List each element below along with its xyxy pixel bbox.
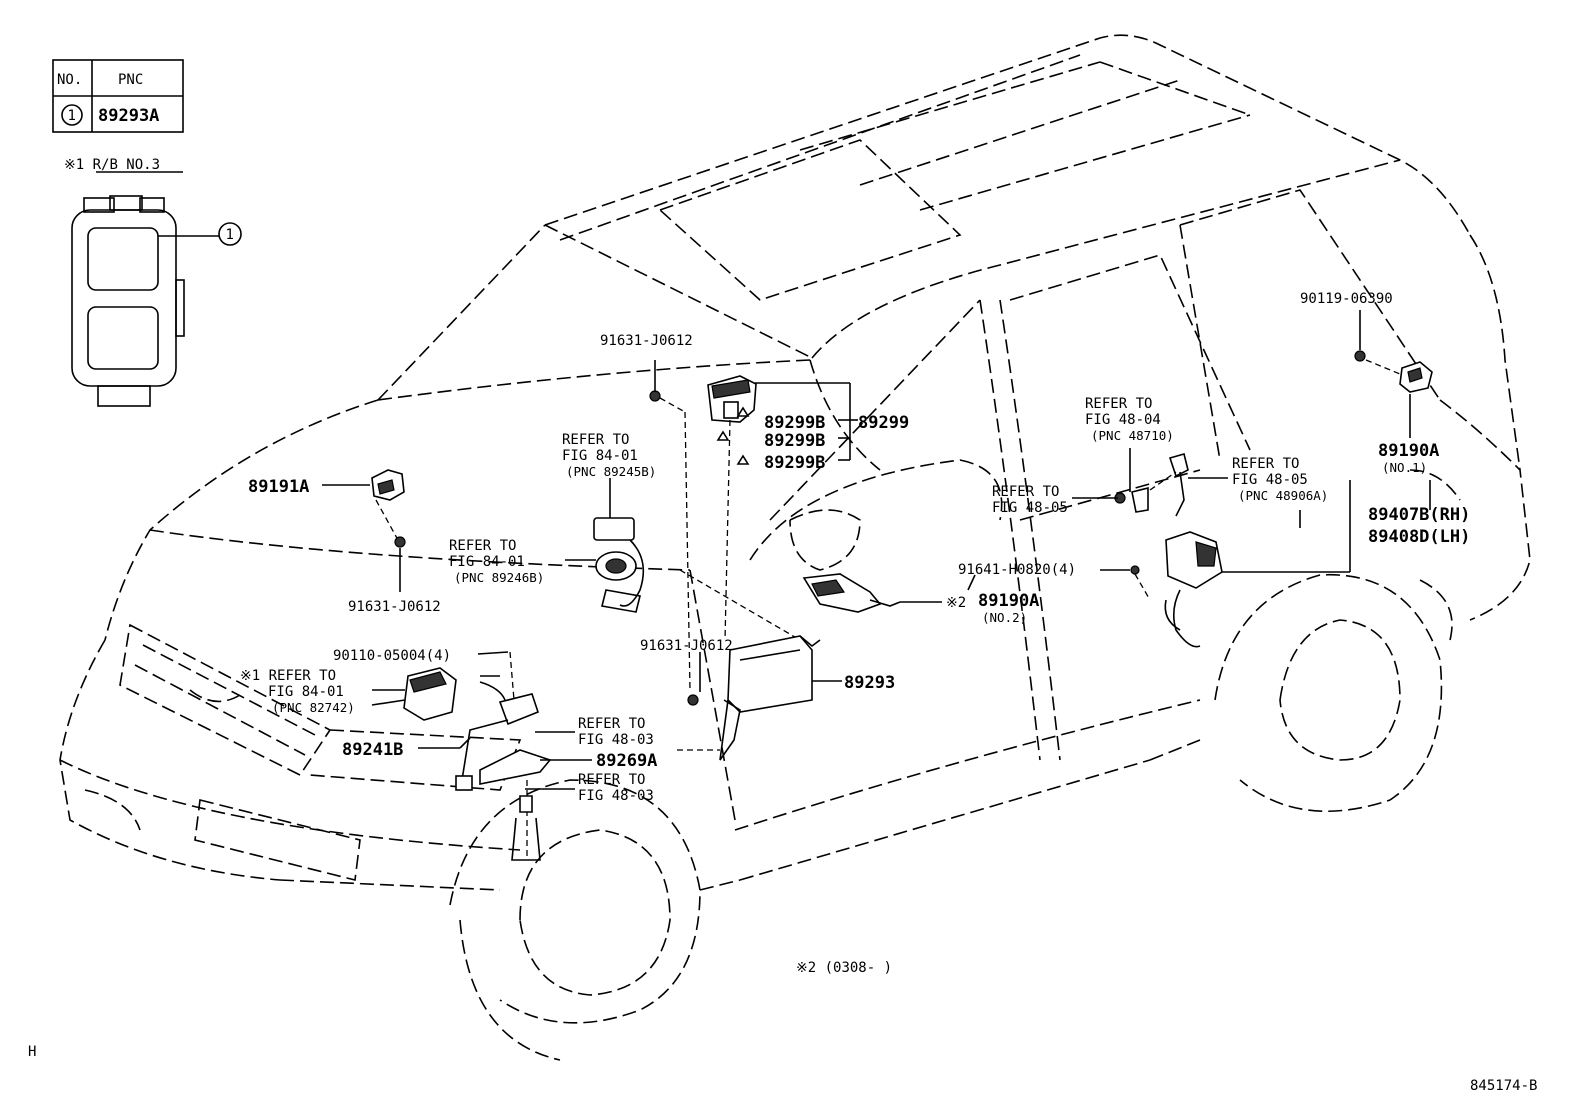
label-89407b-rh: 89407B(RH) <box>1368 505 1470 525</box>
label-89299b-2: 89299B <box>764 431 825 451</box>
control-unit-89293-icon <box>719 635 821 761</box>
table-row-pnc: 89293A <box>98 106 159 126</box>
label-89299b-1: 89299B <box>764 413 825 433</box>
vehicle-outline <box>59 34 1531 1061</box>
label-89191a: 89191A <box>248 477 309 497</box>
part-labels: 89191A 91631-J0612 REFER TO FIG 84-01 (P… <box>28 291 1537 1094</box>
label-refer-84-01-c: ※1 REFER TO <box>240 668 336 684</box>
table-header-pnc: PNC <box>118 72 143 88</box>
pnc-table: NO. PNC 1 89293A <box>52 59 184 133</box>
table-row-no: 1 <box>68 108 76 124</box>
label-90119-06390: 90119-06390 <box>1300 291 1393 307</box>
label-89190a-no1: 89190A <box>1378 441 1439 461</box>
label-refer-48-05-a: REFER TO <box>992 484 1059 500</box>
label-91631-j0612-top: 91631-J0612 <box>600 333 693 349</box>
label-refer-84-01-a: REFER TO <box>562 432 629 448</box>
relay-block-callout: 1 <box>226 227 234 243</box>
label-refer-48-04-pnc: (PNC 48710) <box>1091 428 1174 443</box>
label-89299: 89299 <box>858 413 909 433</box>
corner-mark: H <box>28 1044 36 1060</box>
rear-bracket-icon <box>1114 453 1223 648</box>
label-refer-84-01-b: REFER TO <box>449 538 516 554</box>
footnote-2: ※2 (0308- ) <box>796 960 892 976</box>
label-89241b: 89241B <box>342 740 403 760</box>
label-89269a: 89269A <box>596 751 657 771</box>
label-refer-48-05-b-fig: FIG 48-05 <box>1232 472 1308 488</box>
label-refer-84-01-b-fig: FIG 84-01 <box>449 554 525 570</box>
label-89190a-no2-sub: (NO.2) <box>982 610 1027 625</box>
table-header-no: NO. <box>57 72 82 88</box>
height-sensor-no2-icon <box>802 573 901 613</box>
bolt-icon <box>687 694 699 706</box>
relay-block-title: ※1 R/B NO.3 <box>64 157 160 173</box>
label-refer-48-05-a-fig: FIG 48-05 <box>992 500 1068 516</box>
label-89408d-lh: 89408D(LH) <box>1368 527 1470 547</box>
label-89190a-no1-sub: (NO.1) <box>1382 460 1427 475</box>
switch-89299-icon <box>707 375 757 465</box>
label-refer-84-01-c-pnc: (PNC 82742) <box>272 700 355 715</box>
sensor-89191a-icon <box>371 469 406 548</box>
label-refer-84-01-a-fig: FIG 84-01 <box>562 448 638 464</box>
label-91631-j0612-left: 91631-J0612 <box>348 599 441 615</box>
label-89293: 89293 <box>844 673 895 693</box>
label-refer-48-03-b-fig: FIG 48-03 <box>578 788 654 804</box>
label-refer-84-01-a-pnc: (PNC 89245B) <box>566 464 656 479</box>
relay-block-no3: ※1 R/B NO.3 1 <box>64 157 242 407</box>
label-90110-05004: 90110-05004(4) <box>333 648 451 664</box>
label-89190a-no2-mark: ※2 <box>946 595 966 611</box>
label-89190a-no2: 89190A <box>978 591 1039 611</box>
label-refer-48-04-fig: FIG 48-04 <box>1085 412 1161 428</box>
label-refer-48-05-b: REFER TO <box>1232 456 1299 472</box>
label-refer-48-05-b-pnc: (PNC 48906A) <box>1238 488 1328 503</box>
leveling-actuator-icon <box>403 651 552 861</box>
label-91631-j0612-center: 91631-J0612 <box>640 638 733 654</box>
figure-code: 845174-B <box>1470 1078 1537 1094</box>
bolt-icon <box>649 390 661 402</box>
label-refer-48-03-b: REFER TO <box>578 772 645 788</box>
label-refer-84-01-b-pnc: (PNC 89246B) <box>454 570 544 585</box>
label-refer-48-03-a-fig: FIG 48-03 <box>578 732 654 748</box>
label-91641-h0820: 91641-H0820(4) <box>958 562 1076 578</box>
height-sensor-no1-icon <box>1354 350 1433 393</box>
label-refer-84-01-c-fig: FIG 84-01 <box>268 684 344 700</box>
clock-spring-icon <box>593 517 645 613</box>
label-refer-48-04: REFER TO <box>1085 396 1152 412</box>
label-refer-48-03-a: REFER TO <box>578 716 645 732</box>
leader-lines <box>322 310 1431 790</box>
label-89299b-3: 89299B <box>764 453 825 473</box>
